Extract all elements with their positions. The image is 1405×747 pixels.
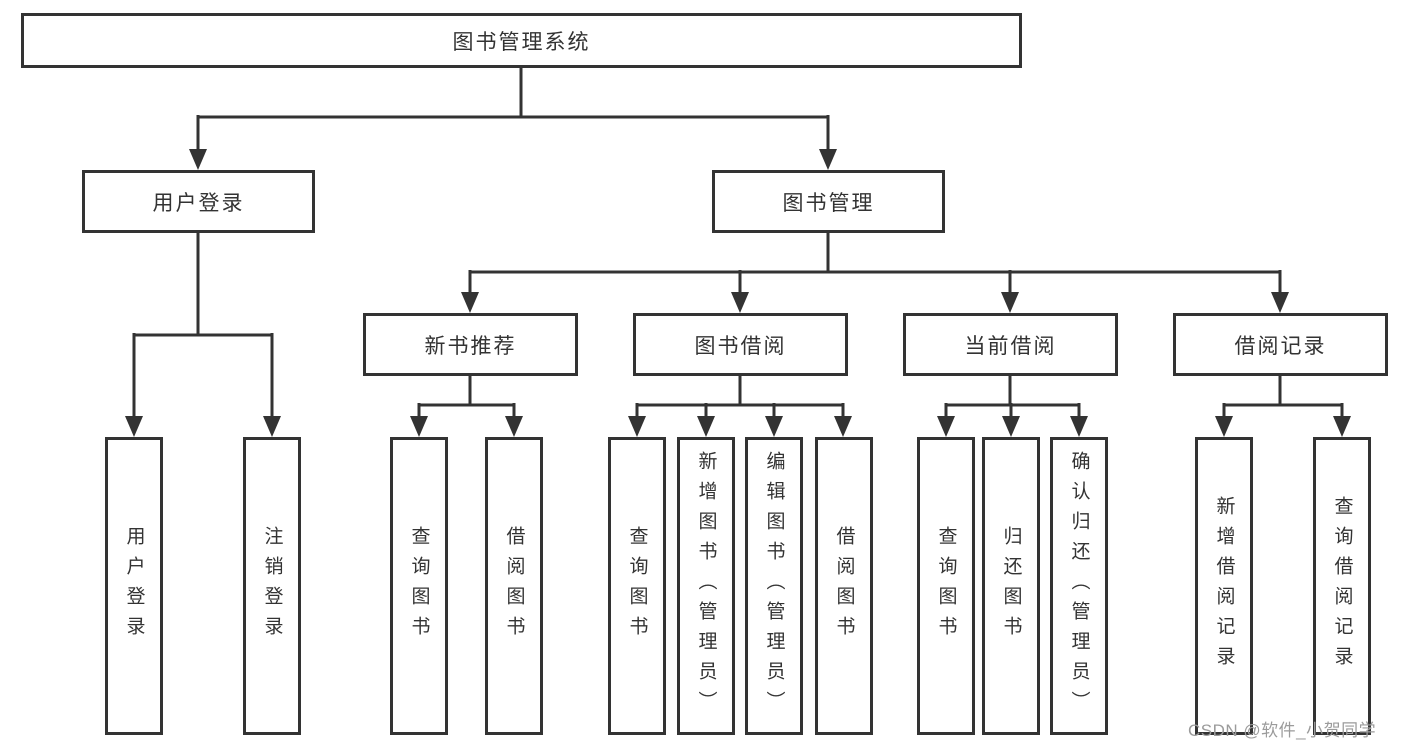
node-library-system: 图书管理系统 — [21, 13, 1022, 68]
leaf-query-books-current: 查询图书 — [917, 437, 975, 735]
node-new-book-recommendation: 新书推荐 — [363, 313, 578, 376]
node-book-management: 图书管理 — [712, 170, 945, 233]
csdn-watermark: CSDN @软件_小贺同学 — [1188, 721, 1377, 740]
leaf-confirm-return-admin: 确认归还（管理员） — [1050, 437, 1108, 735]
leaf-query-books-recommend: 查询图书 — [390, 437, 448, 735]
leaf-logout: 注销登录 — [243, 437, 301, 735]
leaf-borrow-books-borrowing: 借阅图书 — [815, 437, 873, 735]
node-current-borrowing: 当前借阅 — [903, 313, 1118, 376]
leaf-query-borrow-record: 查询借阅记录 — [1313, 437, 1371, 735]
leaf-borrow-books-recommend: 借阅图书 — [485, 437, 543, 735]
leaf-return-books: 归还图书 — [982, 437, 1040, 735]
node-book-borrowing: 图书借阅 — [633, 313, 848, 376]
leaf-query-books-borrowing: 查询图书 — [608, 437, 666, 735]
leaf-add-borrow-record: 新增借阅记录 — [1195, 437, 1253, 735]
leaf-user-login: 用户登录 — [105, 437, 163, 735]
node-borrowing-records: 借阅记录 — [1173, 313, 1388, 376]
arrowheads — [125, 149, 1351, 437]
leaf-add-books-admin: 新增图书（管理员） — [677, 437, 735, 735]
node-user-login: 用户登录 — [82, 170, 315, 233]
leaf-edit-books-admin: 编辑图书（管理员） — [745, 437, 803, 735]
